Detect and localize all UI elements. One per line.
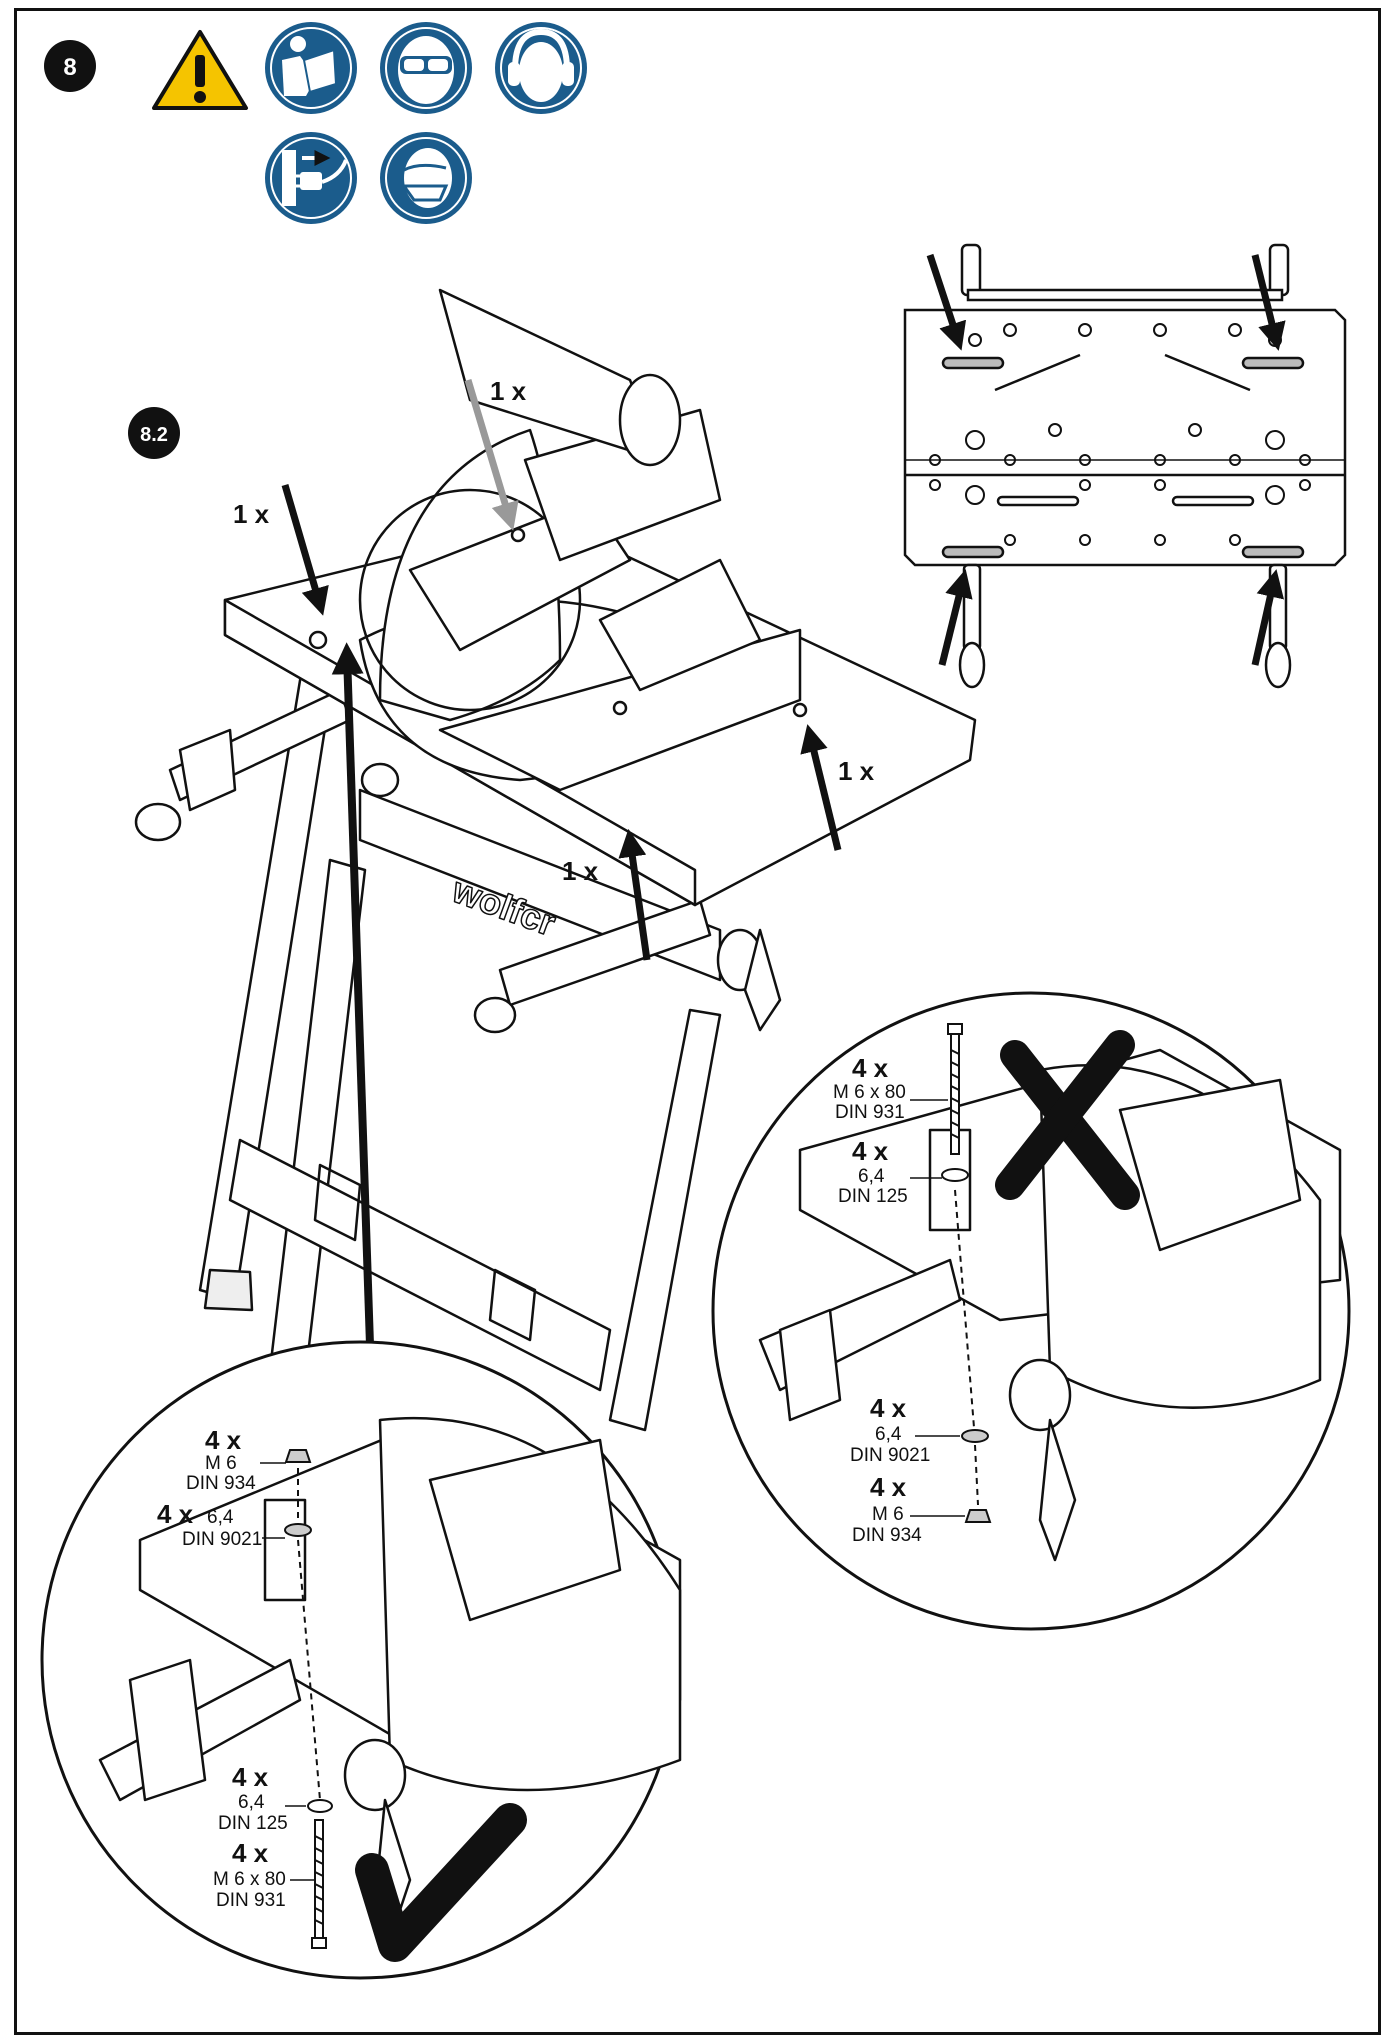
wrong-washer-bot-spec: 6,4 (875, 1424, 902, 1445)
wrong-bolt-qty: 4 x (852, 1053, 889, 1083)
right-bolt-spec: M 6 x 80 (213, 1869, 286, 1890)
right-nut-spec: M 6 (205, 1453, 237, 1474)
wrong-nut-spec: M 6 (872, 1504, 904, 1525)
step-badge: 8 (44, 40, 96, 92)
page-frame (14, 8, 1381, 2035)
callout-arrows (281, 378, 842, 1346)
right-washer-bot-std: DIN 125 (218, 1813, 288, 1834)
callout-middle-label: 1 x (562, 856, 599, 886)
wrong-washer-bot-qty: 4 x (870, 1393, 907, 1423)
callout-top-label: 1 x (490, 376, 527, 406)
right-washer-top-std: DIN 9021 (182, 1529, 262, 1550)
top-view-arrows (926, 253, 1286, 666)
unplug-icon (265, 132, 357, 224)
right-washer-bot-qty: 4 x (232, 1762, 269, 1792)
right-nut-std: DIN 934 (186, 1473, 256, 1494)
read-manual-icon (265, 22, 357, 114)
callout-right-label: 1 x (838, 756, 875, 786)
substep-badge: 8.2 (128, 407, 180, 459)
table-top-view (903, 243, 1347, 689)
wrong-washer-top-std: DIN 125 (838, 1186, 908, 1207)
safety-glasses-icon (380, 22, 472, 114)
right-washer-bot-spec: 6,4 (238, 1792, 265, 1813)
wrong-bolt-spec: M 6 x 80 (833, 1082, 906, 1103)
callout-left-label: 1 x (233, 499, 270, 529)
dust-mask-icon (380, 132, 472, 224)
right-bolt-qty: 4 x (232, 1838, 269, 1868)
detail-incorrect: 4 x M 6 x 80 DIN 931 4 x 6,4 DIN 125 4 x… (711, 991, 1351, 1631)
warning-triangle-icon (152, 30, 248, 110)
ear-protection-icon (495, 22, 587, 114)
right-bolt-std: DIN 931 (216, 1890, 286, 1911)
wrong-nut-std: DIN 934 (852, 1525, 922, 1546)
right-washer-top-qty: 4 x (157, 1499, 194, 1529)
wrong-washer-top-qty: 4 x (852, 1136, 889, 1166)
right-nut-qty: 4 x (205, 1425, 242, 1455)
wrong-washer-top-spec: 6,4 (858, 1166, 885, 1187)
right-washer-top-spec: 6,4 (207, 1507, 234, 1528)
wrong-bolt-std: DIN 931 (835, 1102, 905, 1123)
substep-number: 8.2 (140, 424, 168, 446)
workbench-illustration: wolfcr (134, 288, 977, 1432)
detail-correct: 4 x M 6 DIN 934 4 x 6,4 DIN 9021 4 x 6,4… (40, 1340, 682, 1980)
step-number: 8 (63, 54, 76, 81)
wrong-nut-qty: 4 x (870, 1472, 907, 1502)
check-mark (355, 1803, 527, 1962)
wrong-washer-bot-std: DIN 9021 (850, 1445, 930, 1466)
